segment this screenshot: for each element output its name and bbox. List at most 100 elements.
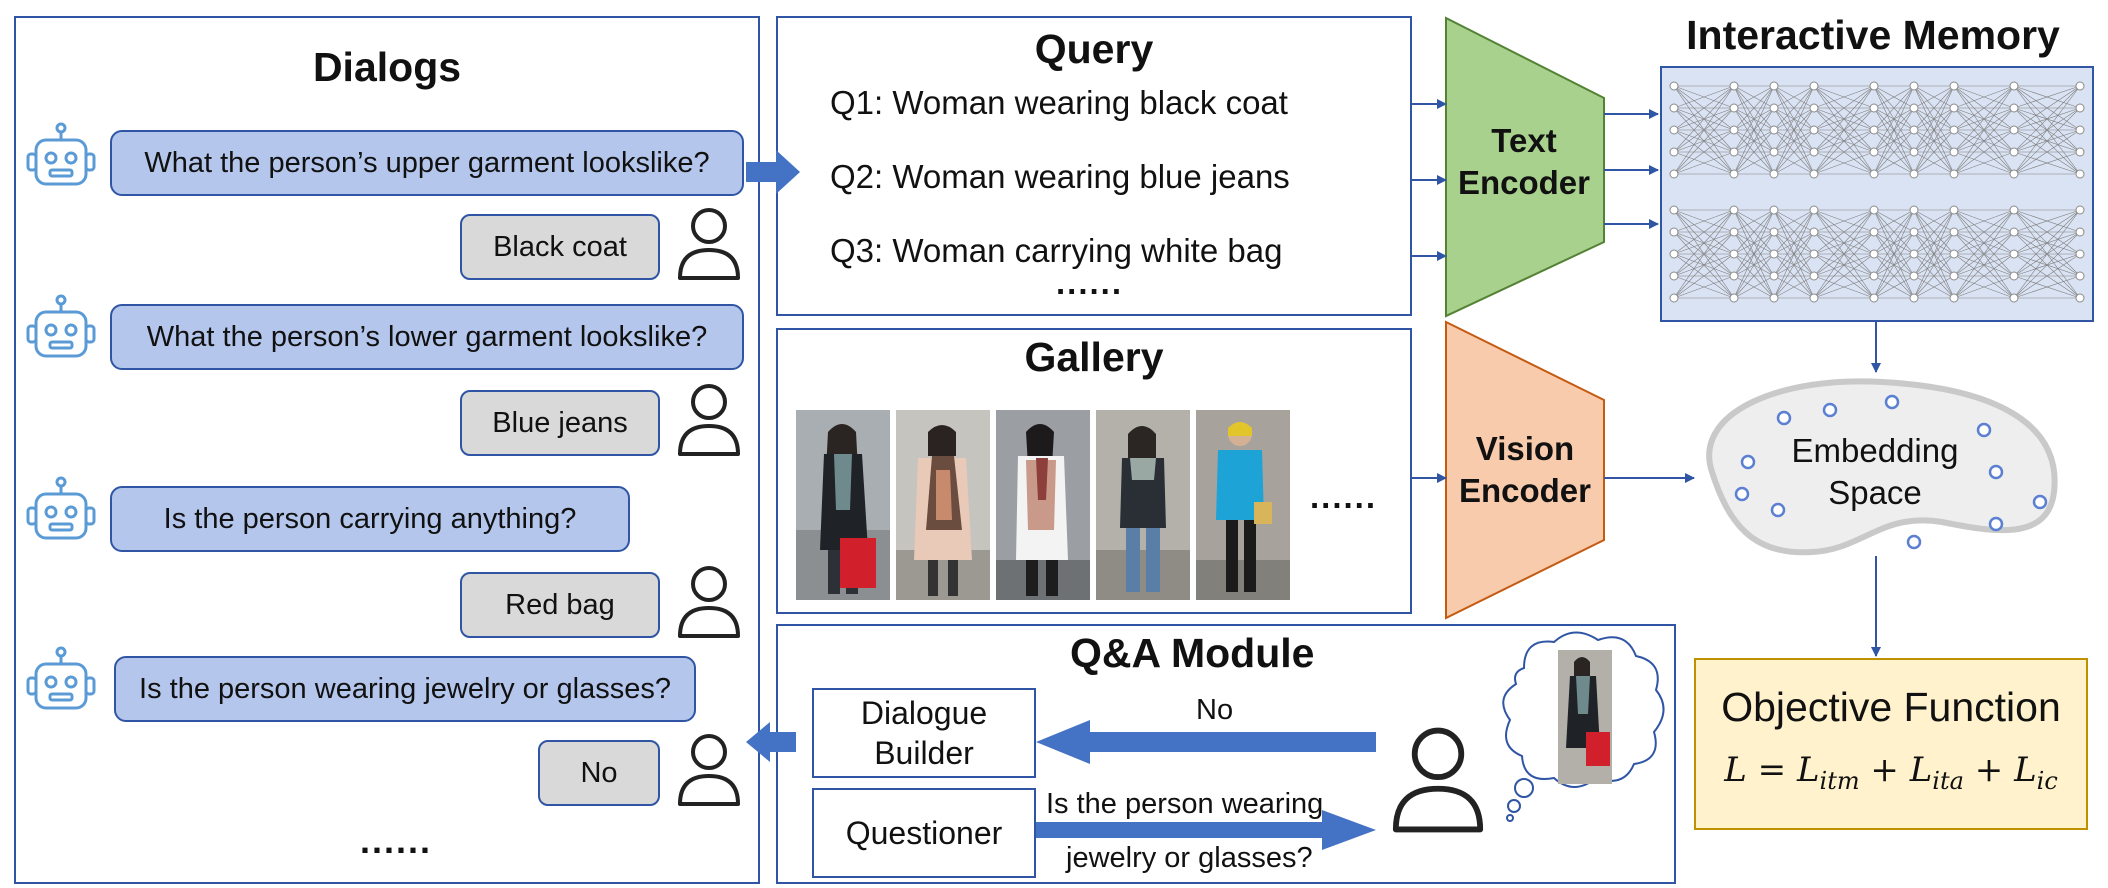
qa-question-line2: jewelry or glasses? bbox=[1066, 842, 1313, 874]
network-node bbox=[1809, 103, 1819, 113]
network-node bbox=[1669, 271, 1679, 281]
thought-bubble-icon bbox=[1502, 631, 1665, 822]
network-edges bbox=[1673, 85, 2081, 299]
objective-title: Objective Function bbox=[1721, 684, 2061, 730]
gallery-image bbox=[1196, 410, 1290, 600]
vision-encoder-shape bbox=[1445, 320, 1605, 620]
network-node bbox=[1729, 271, 1739, 281]
network-node bbox=[2009, 125, 2019, 135]
gallery-image bbox=[996, 410, 1090, 600]
memory-network bbox=[1660, 66, 2094, 322]
gallery-title: Gallery bbox=[1024, 334, 1164, 380]
network-node bbox=[2075, 249, 2085, 259]
network-node bbox=[1869, 103, 1879, 113]
network-node bbox=[1869, 81, 1879, 91]
dialogue-builder-box: Dialogue Builder bbox=[812, 688, 1036, 778]
network-node bbox=[1809, 249, 1819, 259]
network-node bbox=[1949, 125, 1959, 135]
memory-title: Interactive Memory bbox=[1686, 12, 2060, 58]
gallery-image bbox=[796, 410, 890, 600]
dialog-question: Is the person carrying anything? bbox=[110, 486, 630, 552]
dialog-question: Is the person wearing jewelry or glasses… bbox=[114, 656, 696, 722]
gallery-image bbox=[896, 410, 990, 600]
network-node bbox=[1809, 293, 1819, 303]
questioner-box: Questioner bbox=[812, 788, 1036, 878]
network-node bbox=[1769, 169, 1779, 179]
network-node bbox=[2075, 147, 2085, 157]
network-node bbox=[1909, 205, 1919, 215]
network-node bbox=[1949, 147, 1959, 157]
network-node bbox=[2075, 103, 2085, 113]
qa-title: Q&A Module bbox=[1070, 630, 1315, 676]
network-node bbox=[2075, 205, 2085, 215]
network-node bbox=[1669, 293, 1679, 303]
network-node bbox=[1809, 271, 1819, 281]
network-node bbox=[1909, 293, 1919, 303]
dialog-answer: Red bag bbox=[460, 572, 660, 638]
dialog-question: What the person’s lower garment lookslik… bbox=[110, 304, 744, 370]
network-node bbox=[1949, 81, 1959, 91]
network-node bbox=[2009, 147, 2019, 157]
network-node bbox=[2009, 205, 2019, 215]
network-node bbox=[1909, 271, 1919, 281]
network-node bbox=[1949, 271, 1959, 281]
network-node bbox=[1809, 205, 1819, 215]
network-node bbox=[2009, 293, 2019, 303]
network-node bbox=[1769, 205, 1779, 215]
gallery-image bbox=[1096, 410, 1190, 600]
query-item: Q1: Woman wearing black coat bbox=[830, 84, 1288, 121]
network-node bbox=[1769, 227, 1779, 237]
network-node bbox=[1809, 147, 1819, 157]
dialogs-ellipsis: ...... bbox=[360, 820, 433, 861]
network-node bbox=[1729, 227, 1739, 237]
query-item: Q3: Woman carrying white bag bbox=[830, 232, 1283, 269]
network-node bbox=[1729, 125, 1739, 135]
network-node bbox=[1949, 227, 1959, 237]
dialog-question: What the person’s upper garment lookslik… bbox=[110, 130, 744, 196]
objective-function-box bbox=[1694, 658, 2088, 830]
network-node bbox=[1949, 293, 1959, 303]
network-node bbox=[2075, 125, 2085, 135]
network-node bbox=[2009, 103, 2019, 113]
network-node bbox=[1809, 81, 1819, 91]
network-node bbox=[1769, 81, 1779, 91]
dialog-answer: No bbox=[538, 740, 660, 806]
network-node bbox=[1669, 205, 1679, 215]
network-node bbox=[1909, 169, 1919, 179]
network-node bbox=[1869, 205, 1879, 215]
query-ellipsis: ...... bbox=[1056, 264, 1124, 301]
network-node bbox=[1729, 293, 1739, 303]
network-node bbox=[2075, 169, 2085, 179]
network-node bbox=[1869, 249, 1879, 259]
network-node bbox=[2009, 169, 2019, 179]
network-node bbox=[1909, 125, 1919, 135]
network-node bbox=[1729, 147, 1739, 157]
network-node bbox=[1949, 103, 1959, 113]
network-node bbox=[2009, 249, 2019, 259]
network-node bbox=[1669, 147, 1679, 157]
network-node bbox=[1669, 249, 1679, 259]
objective-formula: L = Litm + Lita + Lic bbox=[1724, 750, 2058, 795]
network-node bbox=[1909, 81, 1919, 91]
network-node bbox=[1869, 169, 1879, 179]
dialog-answer: Blue jeans bbox=[460, 390, 660, 456]
network-node bbox=[1909, 103, 1919, 113]
network-node bbox=[1949, 169, 1959, 179]
network-node bbox=[2075, 293, 2085, 303]
network-node bbox=[2009, 271, 2019, 281]
qa-answer-label: No bbox=[1196, 694, 1234, 726]
network-node bbox=[1909, 227, 1919, 237]
qa-question-line1: Is the person wearing bbox=[1046, 788, 1324, 820]
network-node bbox=[1809, 227, 1819, 237]
network-node bbox=[1729, 103, 1739, 113]
embedding-space-shape bbox=[1706, 378, 2058, 556]
network-node bbox=[1949, 205, 1959, 215]
network-node bbox=[2009, 81, 2019, 91]
network-node bbox=[1729, 249, 1739, 259]
network-node bbox=[1729, 81, 1739, 91]
gallery-ellipsis: ...... bbox=[1310, 478, 1378, 515]
